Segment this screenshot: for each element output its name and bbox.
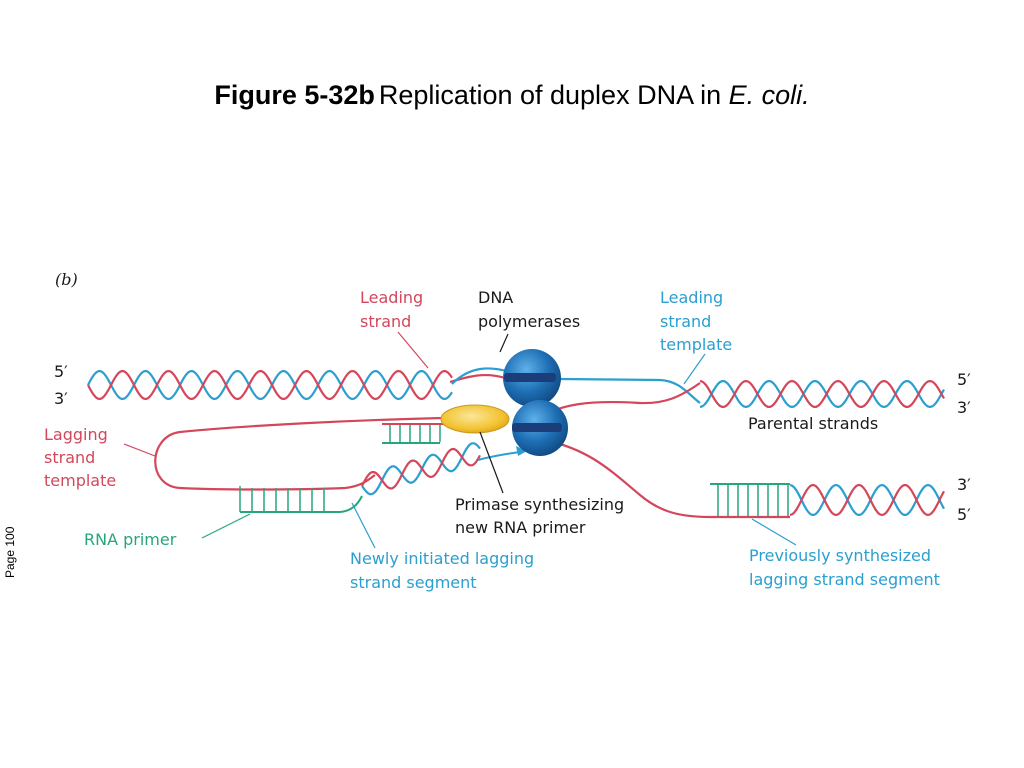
rna-primer-upper: [382, 423, 444, 444]
label-parental-strands: Parental strands: [748, 414, 878, 433]
title-text: Replication of duplex DNA in: [378, 80, 729, 110]
previously-synthesized-segment: [710, 483, 945, 517]
panel-label: (b): [55, 270, 78, 289]
leader-lagging-template: [123, 443, 156, 457]
label-rna-primer: RNA primer: [84, 530, 177, 549]
right-upper-duplex: [699, 379, 945, 409]
leader-rna-primer: [201, 513, 251, 539]
figure-number: Figure 5-32b: [214, 80, 375, 110]
new-segment-arrow: [477, 451, 521, 461]
leading-template-blue-helix: [87, 369, 453, 401]
rna-primer-lower: [239, 486, 363, 513]
end-left-bottom: 3′: [54, 389, 68, 408]
label-primase: Primase synthesizing new RNA primer: [455, 495, 629, 537]
leader-leading-strand: [397, 331, 429, 369]
title-organism: E. coli.: [728, 80, 810, 110]
label-newly-initiated: Newly initiated lagging strand segment: [350, 549, 539, 592]
end-left-top: 5′: [54, 362, 68, 381]
leader-previously-synthesized: [751, 518, 797, 546]
dna-polymerase-lower: [512, 400, 568, 456]
lagging-template-to-parental: [539, 382, 701, 419]
newly-initiated-segment: [361, 442, 527, 496]
label-lagging-strand-template: Lagging strand template: [44, 425, 116, 490]
leader-newly-initiated: [351, 502, 376, 549]
label-leading-strand: Leading strand: [360, 288, 428, 331]
left-duplex: [87, 369, 453, 401]
primase-enzyme: [440, 404, 510, 434]
end-right-upper-bottom: 3′: [957, 398, 971, 417]
leading-strand-red-helix: [87, 369, 453, 401]
leader-leading-template: [683, 353, 706, 385]
leader-dna-polymerases: [499, 333, 509, 353]
lagging-template-loop: [154, 416, 443, 491]
leading-template-to-parental: [559, 377, 701, 404]
end-right-lower-bottom: 5′: [957, 505, 971, 524]
lagging-template-lower: [544, 438, 790, 519]
label-leading-strand-template: Leading strand template: [660, 288, 732, 354]
label-dna-polymerases: DNA polymerases: [478, 288, 580, 331]
leader-primase: [479, 431, 504, 494]
label-previously-synthesized: Previously synthesized lagging strand se…: [749, 546, 940, 589]
end-right-lower-top: 3′: [957, 475, 971, 494]
end-right-upper-top: 5′: [957, 370, 971, 389]
dna-polymerase-upper: [503, 349, 561, 407]
